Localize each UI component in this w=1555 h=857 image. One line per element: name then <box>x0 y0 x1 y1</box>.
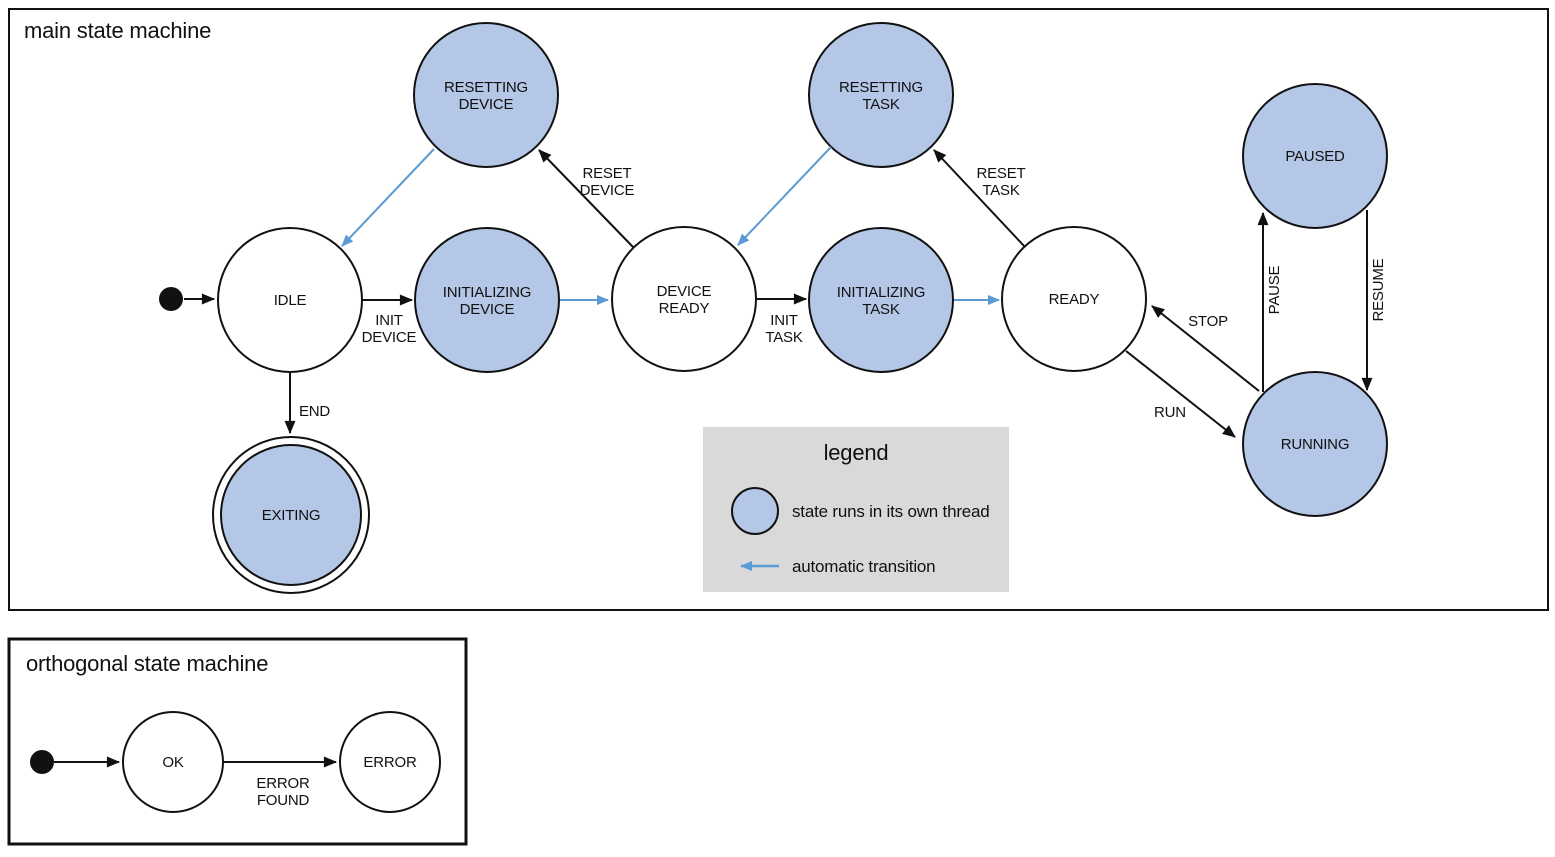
state-label: DEVICE <box>460 301 515 318</box>
transition-label: STOP <box>1188 313 1228 330</box>
state-label: READY <box>659 300 710 317</box>
state-label: DEVICE <box>657 283 712 300</box>
state-label: PAUSED <box>1285 148 1345 165</box>
state-label: EXITING <box>262 507 321 524</box>
transition-pause: PAUSE <box>1257 211 1283 392</box>
transition-label: ERROR <box>256 775 310 792</box>
state-idle: IDLE <box>217 227 363 373</box>
legend: legend state runs in its own thread auto… <box>703 427 1009 592</box>
orthogonal-frame <box>7 637 468 846</box>
orthogonal-title: orthogonal state machine <box>26 651 268 676</box>
transition-label: RESET <box>976 165 1025 182</box>
transition-auto-resetting-task-to-device-ready <box>737 146 832 246</box>
transition-label: RESUME <box>1370 258 1387 321</box>
state-label: TASK <box>862 96 899 113</box>
transition-stop: STOP <box>1151 305 1260 392</box>
state-ok: OK <box>122 711 224 813</box>
state-paused: PAUSED <box>1242 83 1388 229</box>
state-label: IDLE <box>274 292 307 309</box>
transition-end: END <box>284 372 331 435</box>
state-label: RESETTING <box>444 79 528 96</box>
transition-label: END <box>299 403 330 420</box>
main-frame <box>8 8 1549 611</box>
state-label: READY <box>1049 291 1100 308</box>
transition-label: TASK <box>982 182 1019 199</box>
state-error: ERROR <box>339 711 441 813</box>
state-initial <box>159 287 183 311</box>
state-ready: READY <box>1001 226 1147 372</box>
state-initial <box>30 750 54 774</box>
state-label: RESETTING <box>839 79 923 96</box>
state-exiting: EXITING <box>212 436 370 594</box>
state-running: RUNNING <box>1242 371 1388 517</box>
transition-label: RESET <box>582 165 631 182</box>
legend-auto-label: automatic transition <box>792 557 935 576</box>
state-label: RUNNING <box>1281 436 1350 453</box>
state-label: DEVICE <box>459 96 514 113</box>
transition-label: TASK <box>765 329 802 346</box>
state-label: ERROR <box>363 754 417 771</box>
transition-label: RUN <box>1154 404 1186 421</box>
threaded-state-icon <box>731 487 779 535</box>
transition-label: FOUND <box>257 792 310 809</box>
main-title: main state machine <box>24 18 211 43</box>
legend-threaded-label: state runs in its own thread <box>792 502 990 521</box>
transition-resume: RESUME <box>1361 210 1387 392</box>
transition-auto-resetting-device-to-idle <box>341 148 435 247</box>
main-state-machine: IDLERESETTINGDEVICEINITIALIZINGDEVICEDEV… <box>159 22 1388 594</box>
state-label: TASK <box>862 301 899 318</box>
transition-label: DEVICE <box>580 182 635 199</box>
transition-label: DEVICE <box>362 329 417 346</box>
legend-title: legend <box>824 440 889 465</box>
transition-label: INIT <box>375 312 403 329</box>
transition-label: INIT <box>770 312 798 329</box>
state-label: INITIALIZING <box>443 284 531 301</box>
transition-run: RUN <box>1125 350 1236 438</box>
state-label: OK <box>162 754 183 771</box>
transition-label: PAUSE <box>1266 265 1283 314</box>
state-label: INITIALIZING <box>837 284 925 301</box>
